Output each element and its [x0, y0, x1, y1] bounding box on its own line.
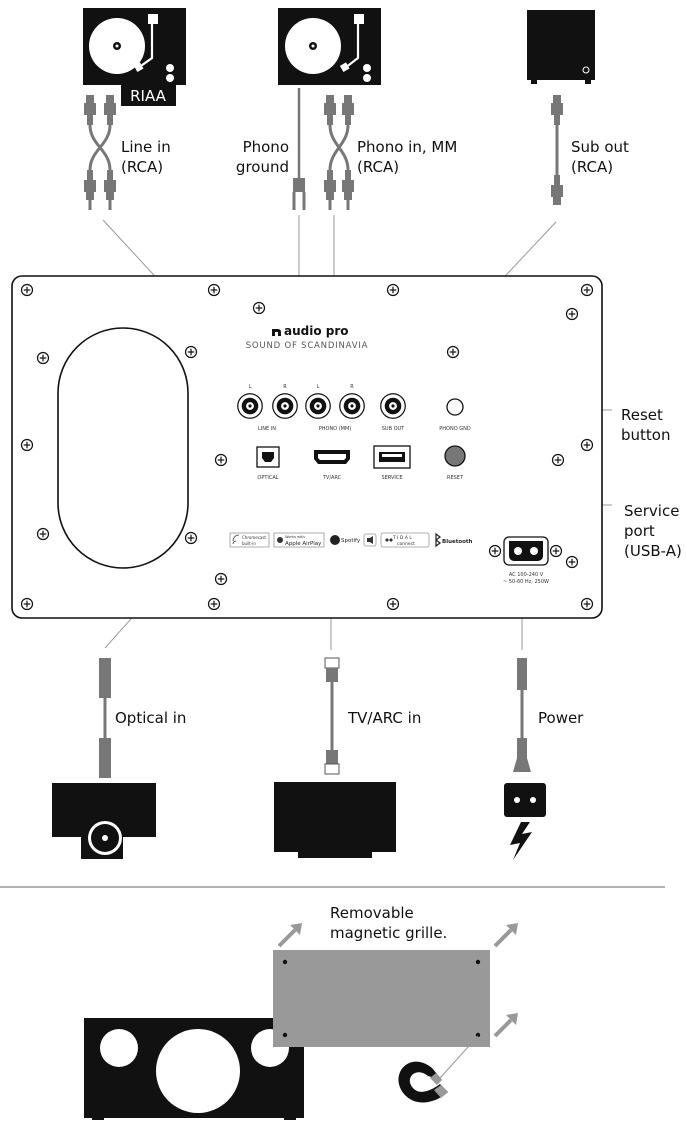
svg-text:Line in: Line in — [121, 138, 171, 156]
svg-text:(USB-A): (USB-A) — [624, 542, 682, 560]
tv-icon — [274, 782, 396, 858]
svg-text:T I D A L: T I D A L — [392, 535, 412, 541]
svg-text:Bluetooth: Bluetooth — [442, 539, 473, 545]
svg-text:PHONO GND: PHONO GND — [439, 426, 471, 432]
label-optical-in: Optical in — [115, 709, 186, 727]
svg-text:ground: ground — [236, 158, 289, 176]
cd-player-icon — [52, 783, 156, 859]
svg-text:LINE IN: LINE IN — [258, 426, 276, 432]
svg-text:Works with: Works with — [285, 535, 305, 539]
label-grille: Removable magnetic grille. — [330, 904, 447, 942]
svg-text:magnetic grille.: magnetic grille. — [330, 924, 447, 942]
line-in-r-jack[interactable] — [272, 393, 298, 419]
line-in-cable — [84, 95, 116, 210]
label-sub-out: Sub out (RCA) — [571, 138, 629, 176]
svg-text:audio pro: audio pro — [284, 324, 349, 338]
arrow-icons — [277, 923, 518, 1038]
svg-text:(RCA): (RCA) — [357, 158, 399, 176]
svg-text:button: button — [621, 426, 670, 444]
speaker-front-icon — [84, 1018, 304, 1120]
svg-text:R: R — [283, 384, 287, 390]
svg-text:SOUND OF SCANDINAVIA: SOUND OF SCANDINAVIA — [246, 341, 369, 351]
svg-text:Spotify: Spotify — [341, 538, 361, 544]
label-power: Power — [538, 709, 584, 727]
svg-text:L: L — [249, 384, 252, 390]
sub-out-cable — [551, 95, 563, 205]
phono-gnd-terminal[interactable] — [446, 398, 464, 416]
rear-panel — [11, 275, 603, 619]
reset-button[interactable]: RESET — [444, 445, 466, 481]
hdmi-cable — [324, 657, 340, 775]
svg-text:L: L — [317, 384, 320, 390]
riaa-badge: RIAA — [121, 84, 176, 106]
label-service-port: Service port (USB-A) — [624, 502, 682, 560]
svg-text:Chromecast: Chromecast — [242, 535, 266, 540]
svg-text:SERVICE: SERVICE — [381, 475, 402, 481]
turntable-line-icon — [83, 8, 186, 85]
phono-in-cable — [324, 95, 354, 210]
svg-text:TV/ARC: TV/ARC — [322, 475, 342, 481]
svg-text:built-in: built-in — [242, 541, 256, 546]
svg-text:connect: connect — [397, 541, 415, 547]
svg-text:(RCA): (RCA) — [571, 158, 613, 176]
jack-labels: L R L R LINE IN PHONO (MM) SUB OUT PHONO… — [249, 384, 471, 432]
power-cable — [513, 658, 531, 772]
svg-text:Apple AirPlay: Apple AirPlay — [285, 541, 322, 547]
hdmi-arc-port[interactable]: TV/ARC — [314, 450, 350, 481]
svg-text:RIAA: RIAA — [130, 87, 167, 105]
power-inlet[interactable]: AC 100-240 V ~ 50-60 Hz, 250W — [488, 536, 563, 585]
magnet-icon — [398, 1035, 479, 1103]
svg-text:Phono in, MM: Phono in, MM — [357, 138, 457, 156]
phono-r-jack[interactable] — [339, 393, 365, 419]
airplay-logo: Works with Apple AirPlay — [273, 532, 325, 548]
svg-text:OPTICAL: OPTICAL — [257, 475, 278, 481]
svg-text:RESET: RESET — [447, 475, 464, 481]
svg-text:~ 50-60 Hz, 250W: ~ 50-60 Hz, 250W — [503, 579, 549, 585]
svg-text:PHONO (MM): PHONO (MM) — [319, 426, 352, 432]
label-phono-ground: Phono ground — [236, 138, 289, 176]
spotify-logo: Spotify — [330, 533, 377, 547]
phono-ground-cable — [292, 88, 306, 210]
brand-logo: audio pro SOUND OF SCANDINAVIA — [246, 324, 369, 351]
chromecast-logo: Chromecast built-in — [229, 532, 270, 548]
label-tv-arc-in: TV/ARC in — [347, 709, 421, 727]
usb-service-port[interactable]: SERVICE — [373, 445, 411, 481]
svg-text:Reset: Reset — [621, 406, 663, 424]
optical-port[interactable]: OPTICAL — [256, 446, 280, 481]
subwoofer-icon — [527, 10, 595, 84]
svg-text:Removable: Removable — [330, 904, 414, 922]
svg-text:Service: Service — [624, 502, 679, 520]
wall-outlet-icon — [504, 783, 546, 860]
label-line-in: Line in (RCA) — [121, 138, 171, 176]
turntable-phono-icon — [278, 8, 381, 85]
svg-text:R: R — [350, 384, 354, 390]
svg-text:Sub out: Sub out — [571, 138, 629, 156]
tidal-logo: T I D A L connect — [380, 532, 430, 548]
svg-text:(RCA): (RCA) — [121, 158, 163, 176]
magnetic-grille — [273, 950, 490, 1047]
label-phono-in: Phono in, MM (RCA) — [357, 138, 457, 176]
svg-text:AC 100-240 V: AC 100-240 V — [509, 572, 544, 578]
svg-text:SUB OUT: SUB OUT — [382, 426, 405, 432]
bluetooth-logo: Bluetooth — [435, 532, 473, 548]
phono-l-jack[interactable] — [305, 393, 331, 419]
svg-text:port: port — [624, 522, 655, 540]
line-in-l-jack[interactable] — [237, 393, 263, 419]
sub-out-jack[interactable] — [380, 393, 406, 419]
svg-text:Phono: Phono — [243, 138, 289, 156]
label-reset-button: Reset button — [621, 406, 670, 444]
optical-cable — [99, 658, 111, 778]
bass-port — [57, 327, 189, 569]
